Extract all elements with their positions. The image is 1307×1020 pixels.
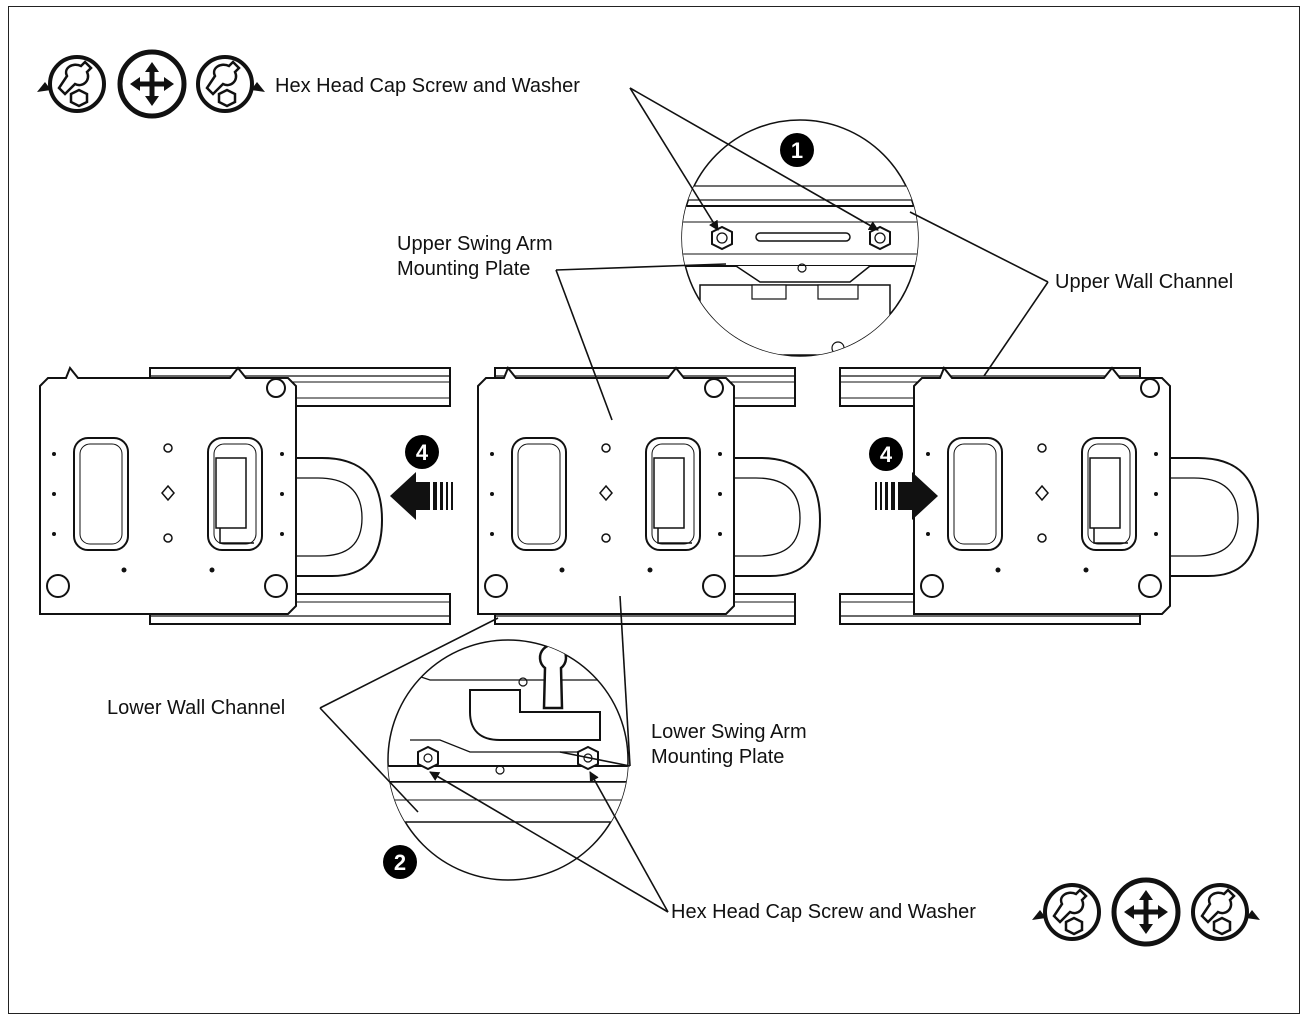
label-lower-channel: Lower Wall Channel [107, 697, 286, 719]
label-upper-screw: Hex Head Cap Screw and Washer [275, 75, 580, 97]
assembly-center [477, 367, 821, 625]
loosen-wrench-icon [1032, 883, 1101, 941]
adjust-move-icon [117, 49, 187, 119]
diagram-frame [8, 6, 1300, 1014]
adjust-move-icon [1111, 877, 1181, 947]
detail-view-lower [387, 639, 629, 881]
hex-screw-upper-left [711, 225, 733, 251]
label-upper-channel: Upper Wall Channel [1055, 271, 1234, 293]
callout-2: 2 [383, 845, 417, 879]
label-lower-screw: Hex Head Cap Screw and Washer [671, 901, 976, 923]
move-right-arrow [875, 472, 938, 520]
callout-1: 1 [780, 133, 814, 167]
label-lower-plate: Lower Swing Arm Mounting Plate [651, 721, 807, 768]
tighten-wrench-icon [1191, 883, 1260, 941]
tighten-wrench-icon [196, 55, 265, 113]
hex-screw-lower-left [417, 745, 439, 771]
svg-text:2: 2 [394, 850, 406, 875]
assembly-left [39, 367, 451, 625]
hex-screw-upper-right [869, 225, 891, 251]
move-left-arrow [390, 472, 453, 520]
svg-text:4: 4 [416, 440, 429, 465]
loosen-wrench-icon [37, 55, 106, 113]
step-4-left-badge: 4 [405, 435, 439, 469]
svg-text:1: 1 [791, 138, 803, 163]
leader-lines [319, 87, 1049, 913]
svg-text:4: 4 [880, 442, 893, 467]
label-upper-plate: Upper Swing Arm Mounting Plate [397, 233, 553, 280]
step-4-right-badge: 4 [869, 437, 903, 471]
